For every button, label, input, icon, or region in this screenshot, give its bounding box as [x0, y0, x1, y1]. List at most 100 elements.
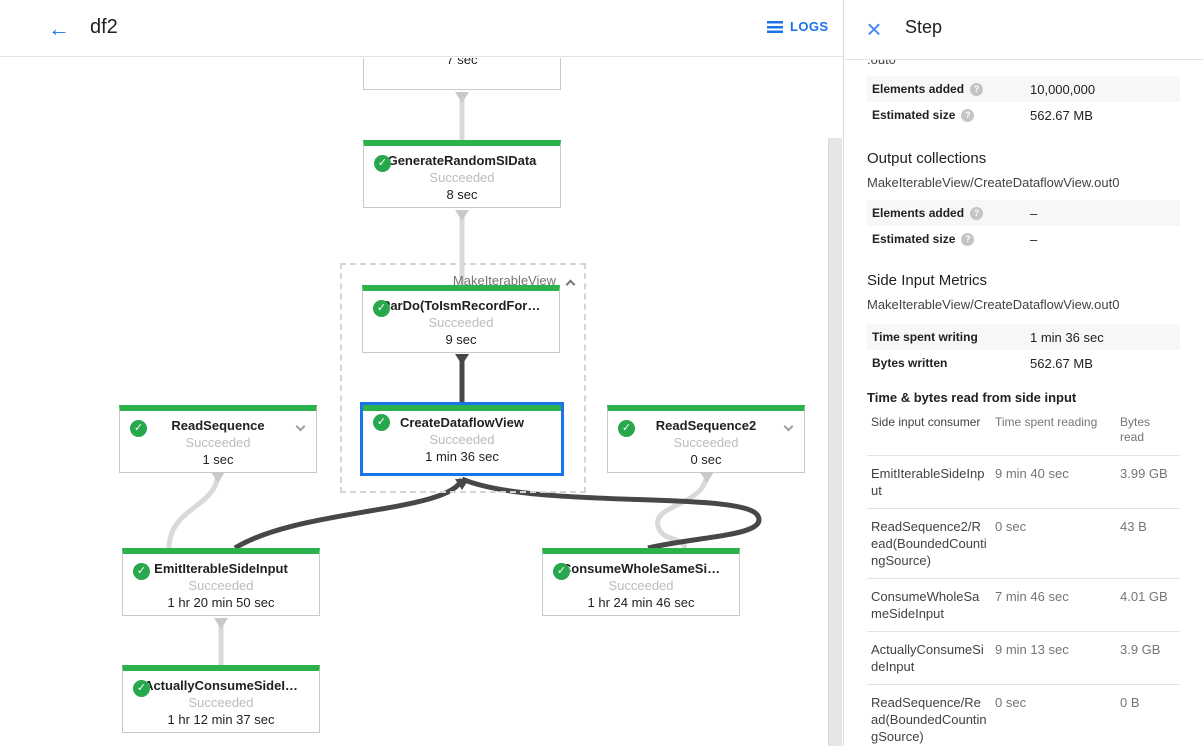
metric-value: –: [1030, 231, 1038, 247]
metric-label: Time spent writing: [872, 330, 978, 344]
node-status: Succeeded: [188, 578, 254, 593]
logs-button[interactable]: LOGS: [767, 19, 828, 34]
node-duration: 8 sec: [446, 187, 478, 202]
node-duration: 1 hr 12 min 37 sec: [167, 712, 275, 727]
section-heading-output-collections: Output collections: [867, 150, 987, 167]
table-row: ReadSequence2/Read(BoundedCountingSource…: [867, 508, 1180, 579]
metric-value: 562.67 MB: [1030, 107, 1093, 123]
node-status: Succeeded: [429, 432, 495, 447]
cell-bytes: 4.01 GB: [1116, 578, 1180, 632]
cell-bytes: 0 B: [1116, 684, 1180, 746]
job-graph-canvas[interactable]: Succeeded 7 sec ✓ GenerateRandomSIData S…: [0, 58, 843, 746]
cell-time: 7 min 46 sec: [991, 578, 1116, 632]
side-input-table: Side input consumer Time spent reading B…: [867, 409, 1180, 746]
cell-consumer: EmitIterableSideInput: [867, 455, 991, 509]
node-title: ConsumeWholeSameSi…: [561, 561, 721, 576]
help-icon[interactable]: ?: [961, 232, 975, 246]
help-icon[interactable]: ?: [970, 206, 984, 220]
metric-row-time-spent-writing: Time spent writing 1 min 36 sec: [867, 324, 1180, 350]
graph-node-consumewholesamesideinput[interactable]: ✓ ConsumeWholeSameSi… Succeeded 1 hr 24 …: [542, 548, 740, 616]
graph-node-emititerablesideinput[interactable]: ✓ EmitIterableSideInput Succeeded 1 hr 2…: [122, 548, 320, 616]
collection-name: MakeIterableView/CreateDataflowView.out0: [867, 175, 1120, 190]
node-title: EmitIterableSideInput: [154, 561, 288, 576]
close-icon[interactable]: ×: [866, 14, 882, 44]
node-title: ParDo(ToIsmRecordFor…: [381, 298, 541, 313]
metric-label: Estimated size: [872, 108, 956, 122]
list-icon: [767, 20, 783, 33]
graph-node-generaterandomsidata[interactable]: ✓ GenerateRandomSIData Succeeded 8 sec: [363, 140, 561, 208]
node-duration: 1 min 36 sec: [425, 449, 499, 464]
metric-label: Bytes written: [872, 356, 948, 370]
top-toolbar: ← df2 LOGS: [0, 0, 843, 57]
column-header: Time spent reading: [995, 415, 1098, 429]
job-title: df2: [90, 16, 118, 38]
node-status: Succeeded: [673, 435, 739, 450]
help-icon[interactable]: ?: [961, 108, 975, 122]
cell-bytes: 43 B: [1116, 508, 1180, 579]
node-status: Succeeded: [429, 170, 495, 185]
panel-divider: [843, 0, 844, 746]
success-check-icon: ✓: [553, 563, 570, 580]
metric-row-estimated-size: Estimated size ? –: [867, 226, 1180, 252]
node-status: Succeeded: [188, 695, 254, 710]
back-arrow-icon[interactable]: ←: [48, 16, 70, 41]
graph-node-readsequence2[interactable]: ✓ ReadSequence2 Succeeded 0 sec: [607, 405, 805, 473]
metric-value: –: [1030, 205, 1038, 221]
metric-value: 562.67 MB: [1030, 355, 1093, 371]
success-check-icon: ✓: [133, 680, 150, 697]
collection-name: MakeIterableView/CreateDataflowView.out0: [867, 297, 1120, 312]
table-row: EmitIterableSideInput 9 min 40 sec 3.99 …: [867, 455, 1180, 509]
table-header-row: Side input consumer Time spent reading B…: [867, 409, 1180, 456]
side-input-table-title: Time & bytes read from side input: [867, 390, 1077, 405]
node-title: ReadSequence2: [655, 418, 757, 433]
panel-header: × Step: [844, 0, 1203, 60]
metric-value: 1 min 36 sec: [1030, 329, 1104, 345]
cell-consumer: ActuallyConsumeSideInput: [867, 631, 991, 685]
table-row: ConsumeWholeSameSideInput 7 min 46 sec 4…: [867, 578, 1180, 632]
success-check-icon: ✓: [373, 414, 390, 431]
graph-node-pardo-toismrecord[interactable]: ✓ ParDo(ToIsmRecordFor… Succeeded 9 sec: [362, 285, 560, 353]
metric-label: Estimated size: [872, 232, 956, 246]
collapse-chevron-up-icon[interactable]: [565, 279, 576, 290]
clipped-collection-name: .out0: [867, 60, 896, 68]
metric-row-estimated-size: Estimated size ? 562.67 MB: [867, 102, 1180, 128]
cell-bytes: 3.9 GB: [1116, 631, 1180, 685]
node-status: Succeeded: [428, 315, 494, 330]
cell-time: 9 min 40 sec: [991, 455, 1116, 509]
graph-node-clipped-top[interactable]: Succeeded 7 sec: [363, 58, 561, 90]
cell-consumer: ReadSequence2/Read(BoundedCountingSource…: [867, 508, 991, 579]
panel-title: Step: [905, 17, 943, 37]
column-header: Bytes read: [1120, 415, 1151, 444]
cell-consumer: ReadSequence/Read(BoundedCountingSource): [867, 684, 991, 746]
metric-label: Elements added: [872, 82, 965, 96]
node-status: Succeeded: [185, 435, 251, 450]
cell-time: 0 sec: [991, 508, 1116, 579]
cell-bytes: 3.99 GB: [1116, 455, 1180, 509]
metric-row-elements-added: Elements added ? –: [867, 200, 1180, 226]
help-icon[interactable]: ?: [970, 82, 984, 96]
step-details-panel: × Step .out0 Elements added ? 10,000,000…: [844, 0, 1203, 746]
node-duration: 9 sec: [445, 332, 477, 347]
node-duration: 0 sec: [690, 452, 722, 467]
group-makeiterableview[interactable]: MakeIterableView: [340, 263, 586, 493]
success-check-icon: ✓: [133, 563, 150, 580]
graph-node-readsequence[interactable]: ✓ ReadSequence Succeeded 1 sec: [119, 405, 317, 473]
node-title: GenerateRandomSIData: [387, 153, 537, 168]
success-check-icon: ✓: [373, 300, 390, 317]
graph-vertical-scrollbar[interactable]: [828, 138, 842, 746]
cell-time: 9 min 13 sec: [991, 631, 1116, 685]
graph-node-actuallyconsumesideinput[interactable]: ✓ ActuallyConsumeSideI… Succeeded 1 hr 1…: [122, 665, 320, 733]
graph-node-createdataflowview-selected[interactable]: ✓ CreateDataflowView Succeeded 1 min 36 …: [360, 402, 564, 476]
node-duration: 1 sec: [202, 452, 234, 467]
metric-row-elements-added: Elements added ? 10,000,000: [867, 76, 1180, 102]
cell-consumer: ConsumeWholeSameSideInput: [867, 578, 991, 632]
graph-edges: [166, 92, 762, 665]
node-duration: 1 hr 20 min 50 sec: [167, 595, 275, 610]
node-duration: 1 hr 24 min 46 sec: [587, 595, 695, 610]
table-row: ActuallyConsumeSideInput 9 min 13 sec 3.…: [867, 631, 1180, 685]
success-check-icon: ✓: [618, 420, 635, 437]
cell-time: 0 sec: [991, 684, 1116, 746]
section-heading-side-input-metrics: Side Input Metrics: [867, 272, 988, 289]
panel-body[interactable]: .out0 Elements added ? 10,000,000 Estima…: [844, 60, 1203, 746]
